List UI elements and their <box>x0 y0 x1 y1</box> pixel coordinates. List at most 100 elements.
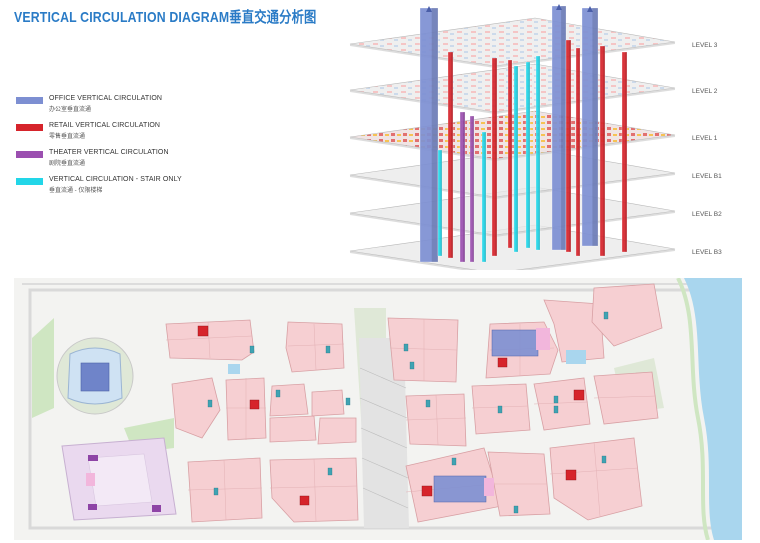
block-divider <box>269 485 358 489</box>
level-label: LEVEL B3 <box>692 249 722 256</box>
legend-item-retail: RETAIL VERTICAL CIRCULATION 零售垂直流通 <box>16 122 216 149</box>
legend-label-en: RETAIL VERTICAL CIRCULATION <box>49 122 161 129</box>
retail-blocks <box>165 283 663 523</box>
level-label: LEVEL B1 <box>692 173 722 180</box>
shaft-stair <box>513 65 519 253</box>
shaft-shade <box>528 62 530 248</box>
shaft-theater <box>459 111 466 263</box>
level-label: LEVEL B2 <box>692 211 722 218</box>
page-title: VERTICAL CIRCULATION DIAGRAM垂直交通分析图 <box>14 9 317 26</box>
shaft-shade <box>472 116 474 262</box>
level-plate-edge <box>350 211 675 237</box>
stair-core <box>327 467 333 476</box>
retail-core <box>197 325 209 337</box>
shaft-shade <box>431 8 438 262</box>
water-feature <box>566 350 586 364</box>
block-divider <box>389 347 458 351</box>
block-divider <box>313 323 317 371</box>
legend-label-en: THEATER VERTICAL CIRCULATION <box>49 149 169 156</box>
block-divider <box>405 417 467 421</box>
legend: OFFICE VERTICAL CIRCULATION 办公室垂直流通 RETA… <box>16 95 216 203</box>
retail-block <box>549 437 643 521</box>
stair-core <box>409 361 415 370</box>
retail-block <box>269 457 359 523</box>
retail-block <box>533 377 591 431</box>
shaft-stair <box>437 149 443 257</box>
riverbank <box>676 278 710 540</box>
theater-core <box>88 455 98 461</box>
legend-swatch-theater <box>16 151 43 158</box>
office-core <box>80 362 110 392</box>
stair-core <box>213 487 219 496</box>
shaft-retail <box>621 51 628 253</box>
legend-label-zh: 垂直流通 - 仅限楼梯 <box>49 188 103 194</box>
legend-label-zh: 零售垂直流通 <box>49 134 86 140</box>
stair-core <box>345 397 351 406</box>
river <box>684 278 742 540</box>
retail-core <box>573 389 585 401</box>
retail-core <box>565 469 577 481</box>
theater-core <box>152 505 161 512</box>
retail-block <box>317 417 357 445</box>
shaft-shade <box>484 132 486 262</box>
legend-label-en: VERTICAL CIRCULATION - STAIR ONLY <box>49 176 182 183</box>
retail-core <box>299 495 310 506</box>
level-plate-edge <box>350 249 675 270</box>
legend-label-zh: 剧院垂直流通 <box>49 161 86 167</box>
shaft-theater <box>469 115 475 263</box>
shaft-shade <box>463 112 465 262</box>
stair-core <box>603 311 609 320</box>
shaft-retail <box>599 45 606 257</box>
stair-core <box>451 457 457 466</box>
retail-block <box>405 393 467 447</box>
arrow-up-icon <box>556 4 562 10</box>
legend-label-zh: 办公室垂直流通 <box>49 107 92 113</box>
shaft-shade <box>569 40 571 252</box>
level-plate-edge <box>350 173 675 199</box>
legend-label-en: OFFICE VERTICAL CIRCULATION <box>49 95 163 102</box>
shaft-shade <box>538 56 540 250</box>
arrow-up-icon <box>426 6 432 12</box>
stair-core <box>275 389 281 398</box>
retail-core <box>249 399 260 410</box>
circulation-cores <box>197 311 609 514</box>
retail-core <box>497 357 508 368</box>
legend-item-stair: VERTICAL CIRCULATION - STAIR ONLY 垂直流通 -… <box>16 176 216 203</box>
block-divider <box>549 467 639 475</box>
stair-core <box>601 455 607 464</box>
legend-swatch-office <box>16 97 43 104</box>
block-divider <box>207 321 211 359</box>
office-core <box>433 475 487 503</box>
shaft-shade <box>561 6 566 250</box>
block-divider <box>593 441 601 517</box>
stair-core <box>497 405 503 414</box>
stair-core <box>425 399 431 408</box>
shaft-shade <box>510 60 512 248</box>
stair-core <box>249 345 255 354</box>
shaft-stair <box>535 55 541 251</box>
theater-hall <box>87 453 153 507</box>
shaft-retail <box>491 57 498 257</box>
retail-block <box>269 415 317 443</box>
shaft-shade <box>625 52 627 252</box>
shaft-shade <box>592 8 598 246</box>
shaft-shade <box>495 58 497 256</box>
shaft-shade <box>603 46 605 256</box>
theater-pink <box>86 473 95 486</box>
atrium-pink <box>536 328 550 350</box>
block-divider <box>287 343 345 347</box>
retail-block <box>593 371 659 425</box>
block-divider <box>533 401 589 405</box>
shaft-retail <box>507 59 513 249</box>
block-divider <box>593 395 657 399</box>
stair-core <box>513 505 519 514</box>
retail-core <box>421 485 433 497</box>
theater-core <box>88 504 97 510</box>
level-label: LEVEL 1 <box>692 135 718 142</box>
shaft-stair <box>525 61 531 249</box>
block-divider <box>435 394 439 446</box>
legend-item-theater: THEATER VERTICAL CIRCULATION 剧院垂直流通 <box>16 149 216 176</box>
level-label: LEVEL 2 <box>692 88 718 95</box>
retail-block <box>387 317 459 383</box>
plaza-hatch <box>359 367 409 509</box>
